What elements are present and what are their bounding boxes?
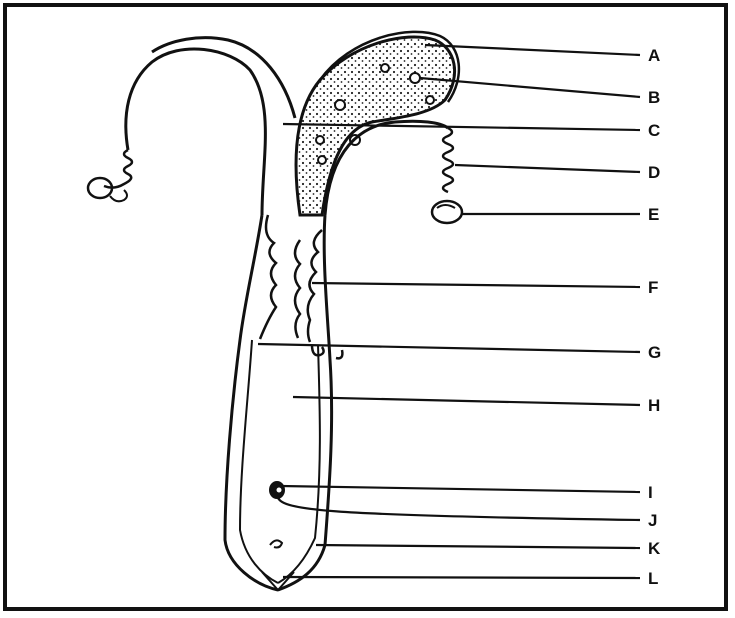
- label-h: H: [648, 396, 660, 415]
- hook: [336, 350, 342, 358]
- structure-k: [270, 540, 282, 547]
- label-i: I: [648, 483, 653, 502]
- body-inner-left: [240, 340, 278, 583]
- egg: [410, 73, 420, 83]
- left-oviduct: [126, 49, 266, 215]
- right-funnel-inner: [437, 205, 455, 208]
- label-e: E: [648, 205, 659, 224]
- lining-right: [308, 230, 322, 342]
- label-l: L: [648, 569, 658, 588]
- leader-lines: [258, 45, 640, 578]
- label-j: J: [648, 511, 657, 530]
- body-right-wall: [278, 215, 332, 590]
- egg: [381, 64, 389, 72]
- lining-mid: [295, 240, 300, 338]
- right-coil: [443, 128, 453, 192]
- lining-left: [260, 215, 276, 339]
- egg: [335, 100, 345, 110]
- label-k: K: [648, 539, 661, 558]
- egg: [316, 136, 324, 144]
- egg: [426, 96, 434, 104]
- label-d: D: [648, 163, 660, 182]
- body-inner-right: [278, 345, 320, 583]
- left-oviduct-inner: [152, 38, 295, 118]
- egg: [318, 156, 326, 164]
- label-b: B: [648, 88, 660, 107]
- label-g: G: [648, 343, 661, 362]
- label-f: F: [648, 278, 658, 297]
- label-c: C: [648, 121, 660, 140]
- label-a: A: [648, 46, 660, 65]
